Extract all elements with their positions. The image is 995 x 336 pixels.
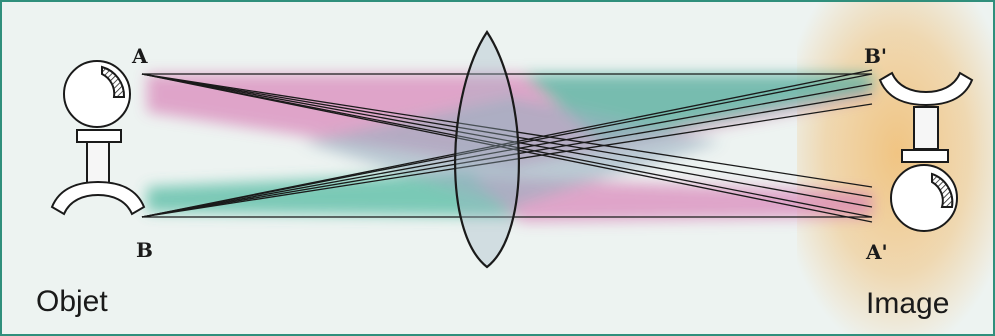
- object-stem: [87, 142, 109, 184]
- caption-object: Objet: [36, 287, 108, 317]
- image-glow: [797, 2, 995, 336]
- convex-lens: [455, 32, 519, 267]
- object-collar: [77, 130, 121, 142]
- label-point-b: B: [136, 240, 153, 260]
- object-base: [52, 182, 144, 214]
- object-figurine: [52, 61, 144, 214]
- label-point-b-prime: B': [864, 46, 887, 66]
- label-point-a-prime: A': [866, 242, 888, 262]
- label-point-a: A: [132, 46, 148, 66]
- caption-image: Image: [866, 289, 949, 319]
- image-stem: [914, 107, 938, 149]
- image-collar: [902, 150, 948, 162]
